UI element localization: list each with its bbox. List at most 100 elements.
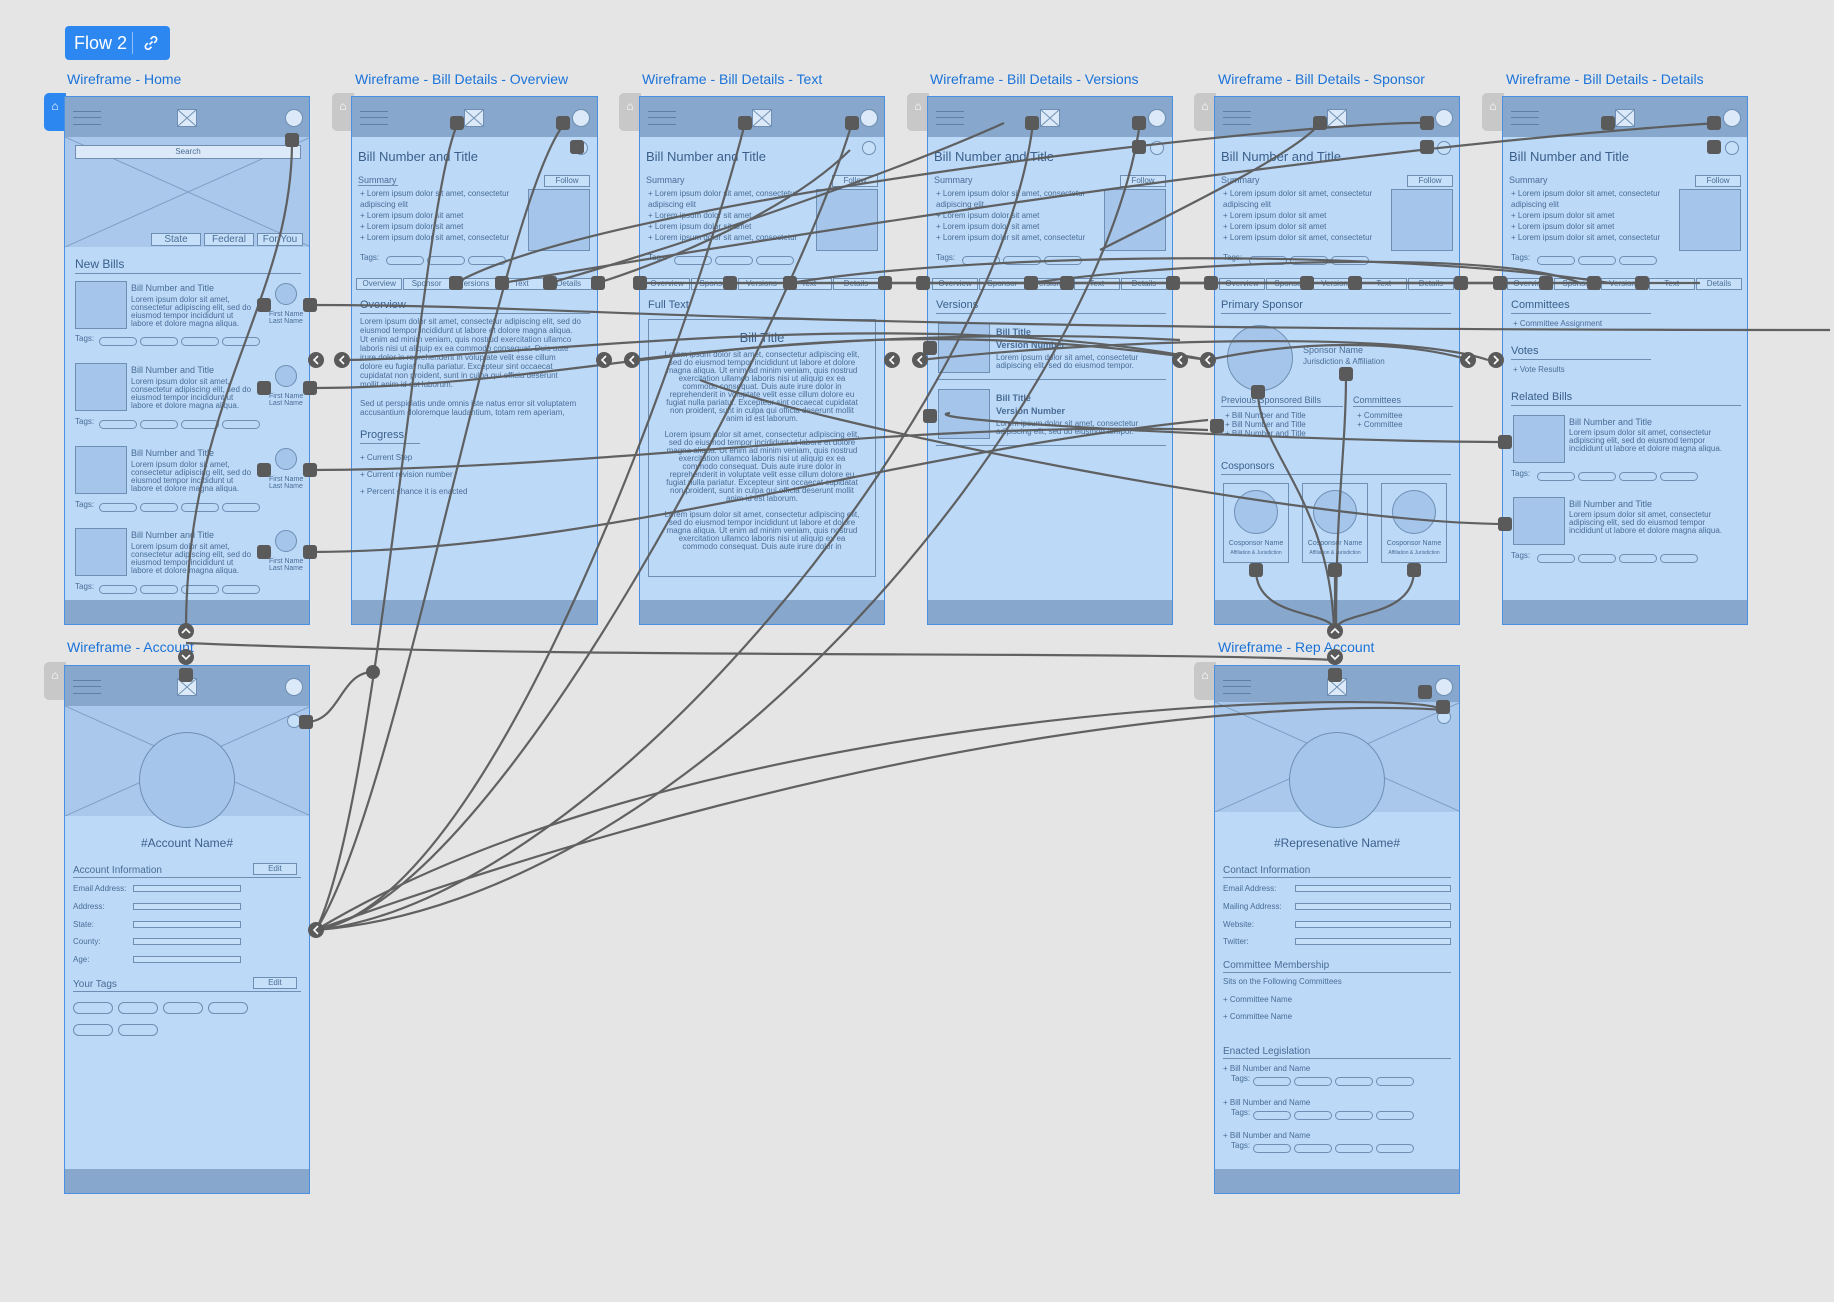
wire[interactable] [597, 149, 851, 285]
avatar-icon[interactable] [572, 109, 590, 127]
home-icon[interactable]: ⌂ [44, 93, 66, 131]
chevron-left-icon[interactable] [308, 922, 324, 938]
connector-node[interactable] [257, 298, 271, 312]
follow-button[interactable]: Follow [1695, 175, 1741, 187]
frame-title-sponsor[interactable]: Wireframe - Bill Details - Sponsor [1218, 71, 1425, 87]
close-circle-icon[interactable] [1725, 141, 1739, 155]
chevron-left-icon[interactable] [884, 352, 900, 368]
chevron-up-icon[interactable] [178, 623, 194, 639]
connector-node[interactable] [570, 140, 584, 154]
chevron-left-icon[interactable] [1200, 352, 1216, 368]
wire[interactable] [309, 427, 1209, 472]
connector-node[interactable] [1539, 276, 1553, 290]
wire[interactable] [309, 418, 1209, 554]
hamburger-icon[interactable] [648, 111, 676, 125]
frame-title-account[interactable]: Wireframe - Account [67, 639, 194, 655]
wire[interactable] [315, 122, 747, 932]
connector-node[interactable] [1060, 276, 1074, 290]
home-icon[interactable]: ⌂ [332, 93, 354, 131]
home-icon[interactable]: ⌂ [619, 93, 641, 131]
connector-node[interactable] [1313, 116, 1327, 130]
wire[interactable] [549, 121, 1005, 285]
connector-node[interactable] [1420, 140, 1434, 154]
connector-node[interactable] [1204, 276, 1218, 290]
frame-title-versions[interactable]: Wireframe - Bill Details - Versions [930, 71, 1139, 87]
connector-node[interactable] [1407, 563, 1421, 577]
connector-node[interactable] [1635, 276, 1649, 290]
email-field[interactable] [133, 885, 241, 892]
connector-node[interactable] [303, 381, 317, 395]
county-field[interactable] [133, 938, 241, 945]
connector-node[interactable] [303, 298, 317, 312]
connector-node[interactable] [543, 276, 557, 290]
tab-details[interactable]: Details [1695, 278, 1743, 290]
connector-node[interactable] [1339, 367, 1353, 381]
age-field[interactable] [133, 956, 241, 963]
wire[interactable] [631, 334, 1181, 362]
connector-node[interactable] [1300, 276, 1314, 290]
close-circle-icon[interactable] [862, 141, 876, 155]
chevron-down-icon[interactable] [178, 649, 194, 665]
home-icon[interactable]: ⌂ [1482, 93, 1504, 131]
wire[interactable] [919, 339, 1489, 362]
connector-node[interactable] [1328, 668, 1342, 682]
connector-node[interactable] [285, 133, 299, 147]
connector-node[interactable] [738, 116, 752, 130]
connector-node[interactable] [1601, 116, 1615, 130]
chevron-up-icon[interactable] [1327, 623, 1343, 639]
connector-node[interactable] [1132, 116, 1146, 130]
connector-node[interactable] [449, 276, 463, 290]
wire[interactable] [1099, 122, 1321, 251]
chevron-left-icon[interactable] [308, 352, 324, 368]
search-input[interactable]: Search [75, 145, 301, 159]
wire[interactable] [309, 303, 1831, 332]
frame-title-home[interactable]: Wireframe - Home [67, 71, 182, 87]
edit-tags-button[interactable]: Edit [253, 977, 297, 989]
connector-node[interactable] [1328, 563, 1342, 577]
wire[interactable] [699, 378, 1509, 526]
chevron-left-icon[interactable] [596, 352, 612, 368]
connector-node[interactable] [1498, 517, 1512, 531]
chevron-left-icon[interactable] [1172, 352, 1188, 368]
tab-overview[interactable]: Overview [356, 278, 403, 290]
avatar-icon[interactable] [1435, 678, 1453, 696]
wire[interactable] [184, 141, 294, 631]
wire[interactable] [1334, 373, 1348, 631]
chevron-left-icon[interactable] [624, 352, 640, 368]
frame-title-details[interactable]: Wireframe - Bill Details - Details [1506, 71, 1704, 87]
connector-node[interactable] [845, 116, 859, 130]
filter-state[interactable]: State [151, 233, 201, 246]
home-icon[interactable]: ⌂ [1194, 662, 1216, 700]
hamburger-icon[interactable] [360, 111, 388, 125]
wire[interactable] [341, 332, 1209, 362]
hamburger-icon[interactable] [936, 111, 964, 125]
connector-node[interactable] [1418, 685, 1432, 699]
hamburger-icon[interactable] [73, 111, 101, 125]
connector-node[interactable] [1251, 385, 1265, 399]
hamburger-icon[interactable] [1511, 111, 1539, 125]
wire[interactable] [1334, 569, 1416, 631]
wire[interactable] [315, 122, 1035, 932]
wire[interactable] [1207, 343, 1471, 362]
wire[interactable] [315, 706, 1446, 932]
connector-node[interactable] [723, 276, 737, 290]
connector-node[interactable] [556, 116, 570, 130]
chevron-left-icon[interactable] [912, 352, 928, 368]
connector-node[interactable] [1348, 276, 1362, 290]
wire[interactable] [1256, 391, 1336, 631]
follow-button[interactable]: Follow [544, 175, 590, 187]
connector-node[interactable] [495, 276, 509, 290]
connector-node[interactable] [257, 381, 271, 395]
connector-node[interactable] [923, 409, 937, 423]
connector-node[interactable] [878, 276, 892, 290]
connector-node[interactable] [1493, 276, 1507, 290]
home-icon[interactable]: ⌂ [907, 93, 929, 131]
profile-avatar[interactable] [139, 732, 235, 828]
wire[interactable] [305, 670, 374, 724]
connector-node[interactable] [1454, 276, 1468, 290]
filter-federal[interactable]: Federal [204, 233, 254, 246]
connector-node[interactable] [1420, 116, 1434, 130]
chevron-down-icon[interactable] [1327, 649, 1343, 665]
connector-node[interactable] [257, 545, 271, 559]
avatar-icon[interactable] [1723, 109, 1741, 127]
